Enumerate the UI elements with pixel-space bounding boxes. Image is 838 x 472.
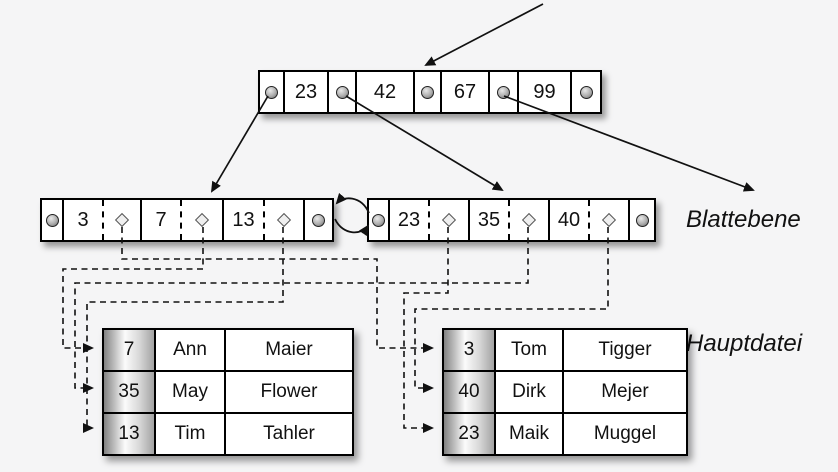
leaf-pointer-cell <box>42 200 64 240</box>
record-firstname: Tim <box>154 412 226 456</box>
pointer-circle-icon <box>312 213 325 227</box>
pointer-circle-icon <box>497 85 510 99</box>
root-pointer-cell <box>490 72 519 112</box>
table-row: 13 Tim Tahler <box>102 412 354 456</box>
record-key: 7 <box>102 328 156 372</box>
record-lastname: Tigger <box>562 328 688 372</box>
leaf-link-arrow-right <box>334 218 370 237</box>
arrow-into-root <box>424 3 544 66</box>
leaf-pointer-cell <box>630 200 654 240</box>
leaf-key: 23 <box>397 208 421 231</box>
leaf-record-pointer-cell <box>510 200 550 240</box>
main-file-table-right: 3 Tom Tigger 40 Dirk Mejer 23 Maik Mugge… <box>442 328 688 456</box>
leaf-key: 35 <box>477 208 501 231</box>
leaf-link-arrow-left <box>335 192 370 214</box>
record-key: 23 <box>442 412 496 456</box>
pointer-circle-icon <box>421 85 434 99</box>
root-pointer-cell <box>415 72 442 112</box>
root-key-cell: 42 <box>357 72 415 112</box>
table-row: 35 May Flower <box>102 370 354 414</box>
pointer-circle-icon <box>45 213 59 227</box>
leaf-node-right: 23 35 40 <box>367 198 656 242</box>
pointer-circle-icon <box>265 85 278 99</box>
record-key: 3 <box>442 328 496 372</box>
main-file-table-left: 7 Ann Maier 35 May Flower 13 Tim Tahler <box>102 328 354 456</box>
pointer-circle-icon <box>372 213 385 227</box>
record-pointer-diamond-icon <box>521 212 537 228</box>
root-key: 42 <box>373 80 397 103</box>
record-lastname: Flower <box>224 370 354 414</box>
root-key-cell: 23 <box>285 72 329 112</box>
record-firstname: Maik <box>494 412 564 456</box>
root-pointer-cell <box>329 72 357 112</box>
root-node: 23 42 67 99 <box>258 70 602 114</box>
main-file-label: Hauptdatei <box>686 330 803 357</box>
root-key: 23 <box>294 80 318 103</box>
leaf-key-cell: 23 <box>390 200 430 240</box>
leaf-key-cell: 3 <box>64 200 104 240</box>
root-key: 99 <box>533 80 556 103</box>
record-pointer-diamond-icon <box>601 212 617 228</box>
leaf-record-pointer-cell <box>590 200 630 240</box>
record-firstname: May <box>154 370 226 414</box>
leaf-key-cell: 7 <box>142 200 182 240</box>
leaf-level-label: Blattebene <box>686 206 801 233</box>
pointer-circle-icon <box>635 213 649 227</box>
root-key-cell: 99 <box>519 72 572 112</box>
record-firstname: Tom <box>494 328 564 372</box>
leaf-key-cell: 13 <box>224 200 265 240</box>
record-firstname: Dirk <box>494 370 564 414</box>
record-pointer-diamond-icon <box>276 212 292 228</box>
record-key: 35 <box>102 370 156 414</box>
leaf-pointer-cell <box>305 200 332 240</box>
record-key: 13 <box>102 412 156 456</box>
record-lastname: Mejer <box>562 370 688 414</box>
record-lastname: Muggel <box>562 412 688 456</box>
leaf-key: 40 <box>557 208 581 231</box>
leaf-key-cell: 40 <box>550 200 590 240</box>
leaf-record-pointer-cell <box>182 200 224 240</box>
leaf-key-cell: 35 <box>470 200 510 240</box>
root-pointer-cell <box>572 72 600 112</box>
table-row: 7 Ann Maier <box>102 328 354 372</box>
leaf-node-left: 3 7 13 <box>40 198 334 242</box>
leaf-key: 13 <box>232 208 255 231</box>
record-pointer-diamond-icon <box>194 212 210 228</box>
leaf-record-pointer-cell <box>104 200 142 240</box>
leaf-record-pointer-cell <box>265 200 305 240</box>
leaf-record-pointer-cell <box>430 200 470 240</box>
table-row: 23 Maik Muggel <box>442 412 688 456</box>
record-firstname: Ann <box>154 328 226 372</box>
leaf-key: 7 <box>155 208 167 231</box>
leaf-pointer-cell <box>369 200 390 240</box>
table-row: 3 Tom Tigger <box>442 328 688 372</box>
root-pointer-cell <box>260 72 285 112</box>
pointer-circle-icon <box>579 85 593 99</box>
pointer-circle-icon <box>335 85 349 99</box>
root-key-cell: 67 <box>442 72 490 112</box>
leaf-key: 3 <box>77 208 89 231</box>
record-lastname: Tahler <box>224 412 354 456</box>
root-key: 67 <box>453 80 477 103</box>
record-lastname: Maier <box>224 328 354 372</box>
record-pointer-diamond-icon <box>114 212 130 228</box>
table-row: 40 Dirk Mejer <box>442 370 688 414</box>
record-pointer-diamond-icon <box>441 212 457 228</box>
record-key: 40 <box>442 370 496 414</box>
